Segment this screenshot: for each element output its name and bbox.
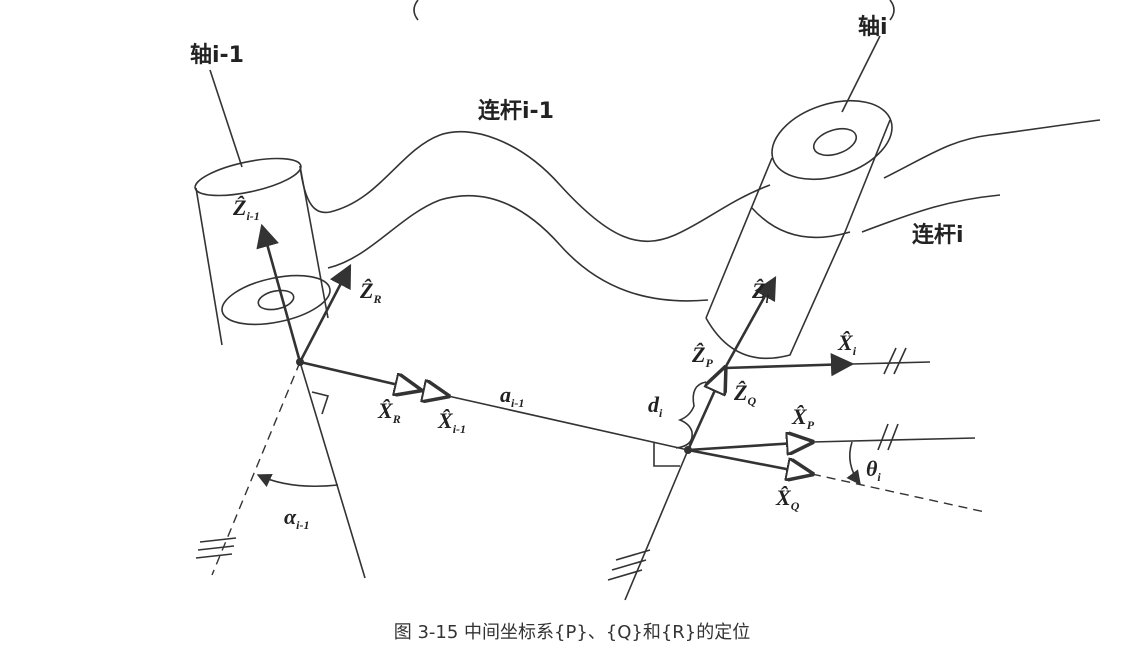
z-q-label: ẐQ xyxy=(733,380,756,408)
a-prev-label: ai-1 xyxy=(500,382,524,410)
z-i-arrow xyxy=(723,275,777,369)
link-prev-body xyxy=(299,130,771,302)
x-q-arrow xyxy=(687,448,812,474)
theta-i-label: θi xyxy=(866,456,881,484)
figure-caption: 图 3-15 中间坐标系{P}、{Q}和{R}的定位 xyxy=(394,622,751,643)
z-prev-label: Ẑi-1 xyxy=(232,195,260,223)
x-prev-arrow xyxy=(419,390,448,396)
alpha-prev-label: αi-1 xyxy=(284,504,310,532)
axis-prev-label: 轴i-1 xyxy=(190,42,244,68)
z-r-label: ẐR xyxy=(359,278,381,306)
d-i-label: di xyxy=(648,392,663,420)
origin-curr-frame xyxy=(607,275,986,601)
cylinder-prev xyxy=(194,157,331,346)
z-p-label: ẐP xyxy=(691,342,713,370)
cylinder-curr xyxy=(705,99,1101,360)
z-i-label: Ẑi xyxy=(751,278,769,306)
origin-prev-frame xyxy=(195,223,689,579)
link-curr-label: 连杆i xyxy=(912,222,964,248)
x-prev-label: X̂i-1 xyxy=(437,408,466,436)
x-r-arrow xyxy=(299,360,420,390)
x-r-label: X̂R xyxy=(377,398,401,426)
link-prev-label: 连杆i-1 xyxy=(478,98,554,124)
x-i-arrow xyxy=(724,352,855,377)
z-r-arrow xyxy=(298,263,352,363)
matrix-fragment xyxy=(413,0,895,21)
x-q-label: X̂Q xyxy=(775,485,800,513)
x-i-label: X̂i xyxy=(837,330,857,358)
z-q-arrow xyxy=(686,368,725,451)
axis-prev-line xyxy=(209,69,243,168)
x-p-arrow xyxy=(687,442,812,450)
axis-curr-line xyxy=(841,35,881,113)
z-prev-arrow xyxy=(256,223,302,363)
axis-curr-label: 轴i xyxy=(858,14,888,40)
x-p-label: X̂P xyxy=(791,404,815,432)
